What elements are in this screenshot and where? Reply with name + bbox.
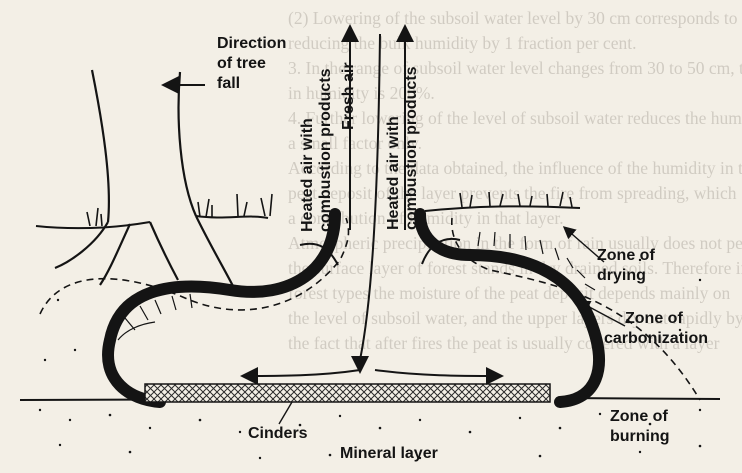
label-direction-of-tree-fall: Direction of tree fall <box>217 35 286 92</box>
fallen-tree <box>55 70 235 290</box>
label-zone-drying-line2: drying <box>597 267 646 284</box>
label-zone-burning-line1: Zone of <box>610 408 668 425</box>
label-fresh-air: Fresh air <box>340 62 357 130</box>
label-direction-line3: fall <box>217 75 240 92</box>
label-cinders: Cinders <box>248 425 308 442</box>
label-zone-burning-line2: burning <box>610 428 670 445</box>
label-heated-air-left: Heated air with combustion products <box>299 68 334 232</box>
label-heated-left-line1: Heated air with <box>299 118 316 232</box>
cinders-layer <box>145 384 550 402</box>
label-zone-carb-line2: carbonization <box>604 330 708 347</box>
label-direction-line2: of tree <box>217 55 266 72</box>
label-zone-of-burning: Zone of burning <box>610 408 670 445</box>
label-heated-air-right: Heated air with combustion products <box>385 66 420 230</box>
label-fresh-air-text: Fresh air <box>340 62 357 130</box>
label-zone-of-drying: Zone of drying <box>597 247 655 284</box>
label-heated-right-line1: Heated air with <box>385 116 402 230</box>
label-heated-right-line2: combustion products <box>403 66 420 230</box>
label-zone-carb-line1: Zone of <box>625 310 683 327</box>
label-direction-line1: Direction <box>217 35 286 52</box>
label-zone-drying-line1: Zone of <box>597 247 655 264</box>
label-mineral-layer: Mineral layer <box>340 445 438 462</box>
label-heated-left-line2: combustion products <box>317 68 334 232</box>
